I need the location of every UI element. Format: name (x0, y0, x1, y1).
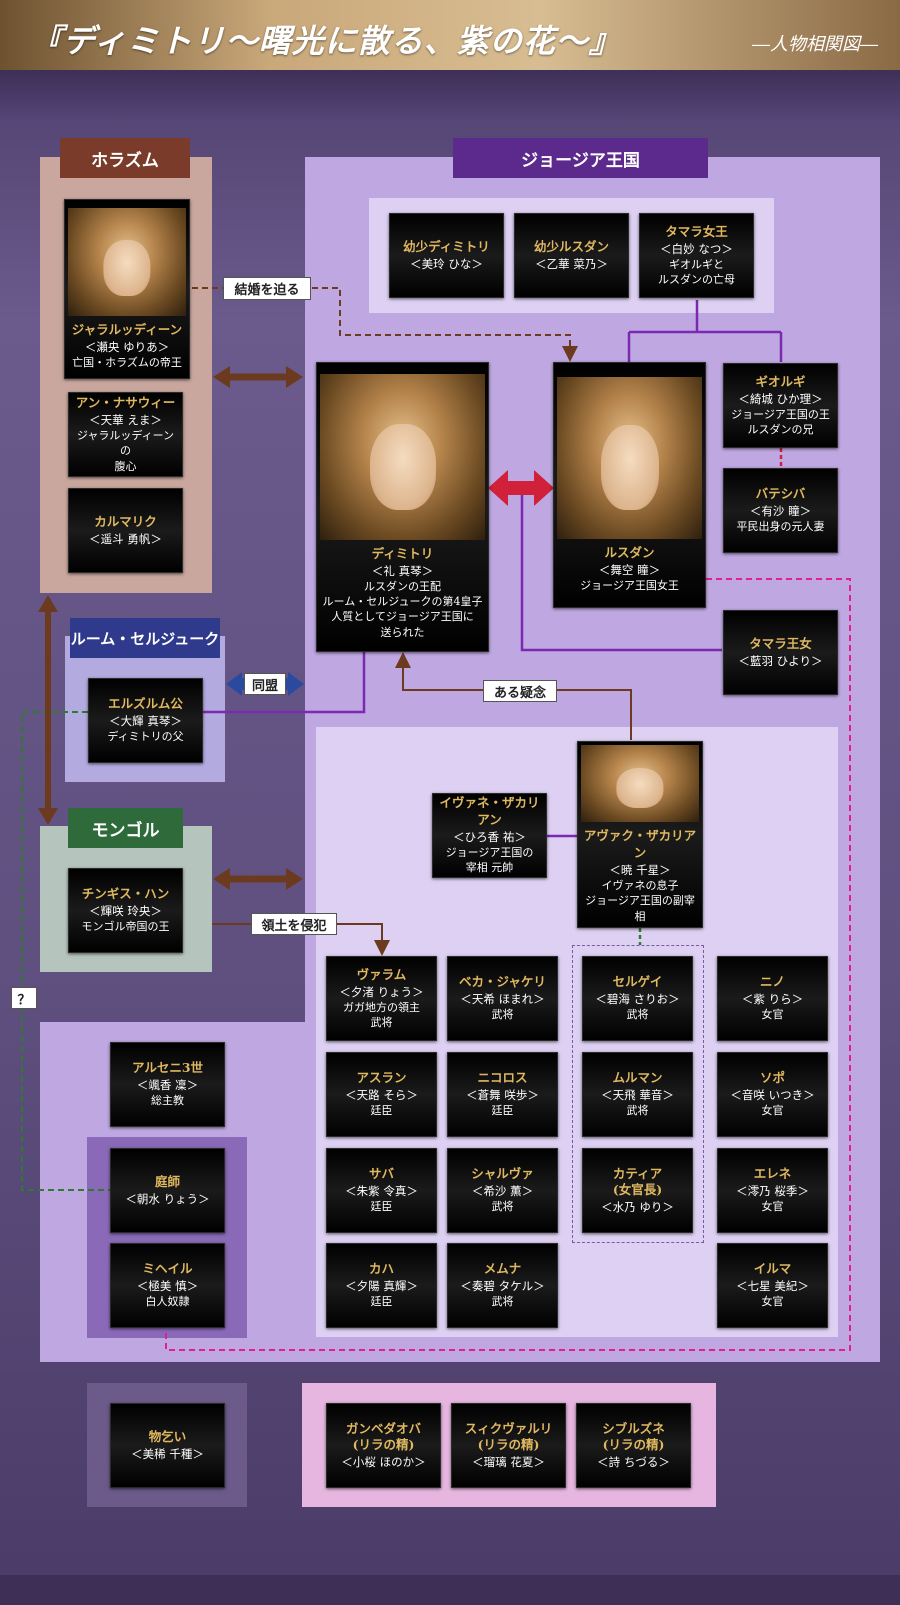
photo-jalal (68, 207, 186, 316)
line-marriage (192, 287, 578, 362)
tag-doubt: ある疑念 (483, 680, 557, 702)
page-subtitle: ―人物相関図― (752, 34, 878, 55)
region-rum-label: ルーム・セルジューク (70, 618, 220, 658)
photo-rusudan (557, 376, 702, 539)
card-shalva[interactable]: シャルヴァ ＜希沙 薫＞ 武将 (447, 1148, 558, 1233)
card-nikoloz[interactable]: ニコロス ＜蒼舞 咲歩＞ 廷臣 (447, 1052, 558, 1137)
card-mikheil[interactable]: ミヘイル ＜極美 慎＞ 白人奴隷 (110, 1243, 225, 1328)
card-karmarik[interactable]: カルマリク ＜遥斗 勇帆＞ (68, 488, 183, 573)
card-rusudan[interactable]: ルスダン ＜舞空 瞳＞ ジョージア王国女王 (553, 362, 706, 608)
card-elene[interactable]: エレネ ＜澪乃 桜季＞ 女官 (717, 1148, 828, 1233)
header-banner: 『ディミトリ〜曙光に散る、紫の花〜』 ―人物相関図― (0, 0, 900, 70)
card-varam[interactable]: ヴァラム ＜夕渚 りょう＞ ガガ地方の領主 武将 (326, 956, 437, 1041)
card-murman[interactable]: ムルマン ＜天飛 華音＞ 武将 (582, 1052, 693, 1137)
card-sopo[interactable]: ソポ ＜音咲 いつき＞ 女官 (717, 1052, 828, 1137)
card-beka[interactable]: ベカ・ジャケリ ＜天希 ほまれ＞ 武将 (447, 956, 558, 1041)
card-nino[interactable]: ニノ ＜紫 りら＞ 女官 (717, 956, 828, 1041)
tag-unknown: ？ (11, 987, 37, 1009)
card-sukhv[interactable]: スィクヴァルリ (リラの精) ＜瑠璃 花夏＞ (451, 1403, 566, 1488)
tag-invasion: 領土を侵犯 (251, 913, 337, 935)
card-aslan[interactable]: アスラン ＜天路 そら＞ 廷臣 (326, 1052, 437, 1137)
line-rusudan-tamara (520, 490, 722, 652)
line-tamara-children (627, 300, 783, 362)
card-saba[interactable]: サバ ＜朱紫 令真＞ 廷臣 (326, 1148, 437, 1233)
page-title: 『ディミトリ〜曙光に散る、紫の花〜』 (30, 22, 622, 60)
card-batesiba[interactable]: バテシバ ＜有沙 瞳＞ 平民出身の元人妻 (723, 468, 838, 553)
card-avak[interactable]: アヴァク・ザカリアン ＜暁 千星＞ イヴァネの息子 ジョージア王国の副宰相 (577, 741, 703, 928)
photo-avak (581, 745, 699, 822)
card-sergei[interactable]: セルゲイ ＜碧海 さりお＞ 武将 (582, 956, 693, 1041)
card-giorgi[interactable]: ギオルギ ＜綺城 ひか理＞ ジョージア王国の王 ルスダンの兄 (723, 363, 838, 448)
card-jalal[interactable]: ジャラルッディーン ＜瀬央 ゆりあ＞ 亡国・ホラズムの帝王 (64, 199, 190, 379)
region-khwarazm-label: ホラズム (60, 138, 190, 178)
card-kakha[interactable]: カハ ＜夕陽 真輝＞ 廷臣 (326, 1243, 437, 1328)
card-katia[interactable]: カティア (女官長) ＜水乃 ゆり＞ (582, 1148, 693, 1233)
group-sergei-box (572, 945, 704, 1243)
card-ivane[interactable]: イヴァネ・ザカリアン ＜ひろ香 祐＞ ジョージア王国の 宰相 元帥 (432, 793, 547, 878)
line-pink-dashed (165, 578, 851, 1351)
tag-marriage: 結婚を迫る (223, 277, 311, 300)
card-beggar[interactable]: 物乞い ＜美稀 千種＞ (110, 1403, 225, 1488)
card-irma[interactable]: イルマ ＜七星 美紀＞ 女官 (717, 1243, 828, 1328)
footer-band (0, 1575, 900, 1605)
card-ganbe[interactable]: ガンベダオバ (リラの精) ＜小桜 ほのか＞ (326, 1403, 441, 1488)
line-dimitri-erzurum (203, 652, 366, 714)
region-mongol-label: モンゴル (68, 808, 183, 848)
region-georgia-label: ジョージア王国 (453, 138, 708, 178)
card-chinggis[interactable]: チンギス・ハン ＜輝咲 玲央＞ モンゴル帝国の王 (68, 868, 183, 953)
card-young-dimitri[interactable]: 幼少ディミトリ ＜美玲 ひな＞ (389, 213, 504, 298)
card-sibrz[interactable]: シブルズネ (リラの精) ＜詩 ちづる＞ (576, 1403, 691, 1488)
card-dimitri[interactable]: ディミトリ ＜礼 真琴＞ ルスダンの王配 ルーム・セルジュークの第4皇子 人質と… (316, 362, 489, 652)
card-young-rusudan[interactable]: 幼少ルスダン ＜乙華 菜乃＞ (514, 213, 629, 298)
card-arseni[interactable]: アルセニ3世 ＜颯香 凜＞ 総主教 (110, 1042, 225, 1127)
photo-dimitri (320, 373, 485, 540)
card-niwashi[interactable]: 庭師 ＜朝水 りょう＞ (110, 1148, 225, 1233)
card-mamna[interactable]: メムナ ＜奏碧 タケル＞ 武将 (447, 1243, 558, 1328)
card-erzurum[interactable]: エルズルム公 ＜大輝 真琴＞ ディミトリの父 (88, 678, 203, 763)
header-band (0, 70, 900, 120)
line-green-dashed (21, 711, 110, 1191)
card-tamara-princess[interactable]: タマラ王女 ＜藍羽 ひより＞ (723, 610, 838, 695)
card-tamara-queen[interactable]: タマラ女王 ＜白妙 なつ＞ ギオルギと ルスダンの亡母 (639, 213, 754, 298)
card-an[interactable]: アン・ナサウィー ＜天華 えま＞ ジャラルッディーンの 腹心 (68, 392, 183, 477)
tag-alliance: 同盟 (244, 673, 286, 695)
